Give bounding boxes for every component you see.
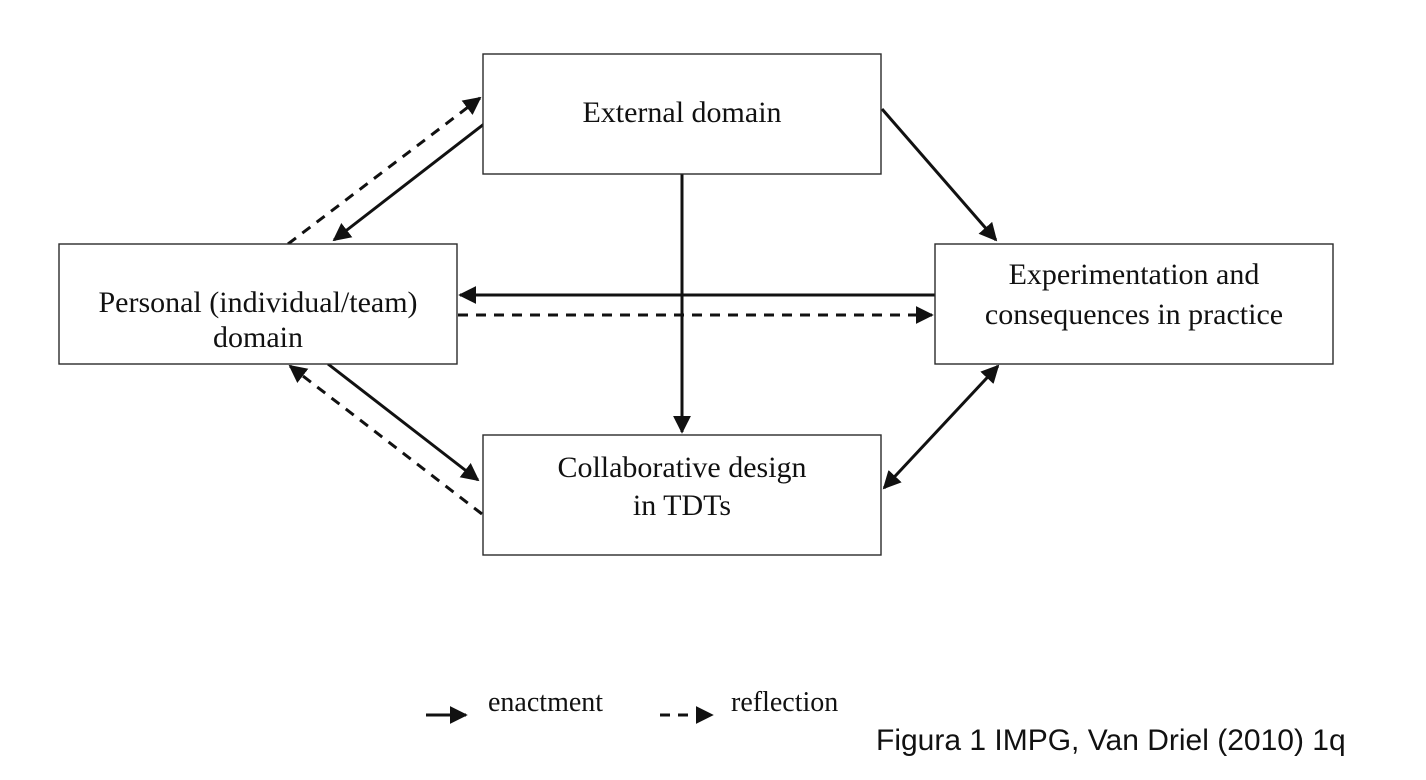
node-experimentation-label-line1: Experimentation and: [1009, 258, 1260, 291]
node-external-domain-label: External domain: [582, 96, 781, 129]
node-experimentation-box: [934, 243, 1334, 365]
legend: enactment reflection: [426, 687, 838, 724]
edge-collaborative-experimentation: [882, 364, 1000, 490]
edge-personal-to-collaborative: [327, 362, 480, 482]
node-personal-domain-label-line2: domain: [213, 321, 303, 354]
node-experimentation-label-line2: consequences in practice: [985, 298, 1283, 331]
edge-personal-to-external: [287, 96, 482, 246]
edge-external-to-personal: [332, 122, 485, 242]
node-collaborative-design-box: [482, 434, 882, 556]
legend-enactment-label: enactment: [488, 687, 603, 718]
node-collaborative-design-label-line1: Collaborative design: [557, 451, 806, 484]
node-external-domain: External domain: [482, 53, 882, 175]
node-collaborative-design-label-line2: in TDTs: [633, 489, 731, 522]
edge-external-to-experimentation: [880, 108, 998, 242]
edges: [287, 96, 1000, 516]
node-experimentation: Experimentation and consequences in prac…: [934, 243, 1334, 365]
node-collaborative-design: Collaborative design in TDTs: [482, 434, 882, 556]
edge-collaborative-to-personal: [288, 364, 483, 516]
node-personal-domain: Personal (individual/team) domain: [58, 243, 458, 365]
node-external-domain-box: [482, 53, 882, 175]
legend-reflection-label: reflection: [731, 687, 838, 718]
figure-caption: Figura 1 IMPG, Van Driel (2010) 1q: [876, 724, 1346, 757]
node-personal-domain-label-line1: Personal (individual/team): [98, 286, 417, 319]
node-personal-domain-box: [58, 243, 458, 365]
